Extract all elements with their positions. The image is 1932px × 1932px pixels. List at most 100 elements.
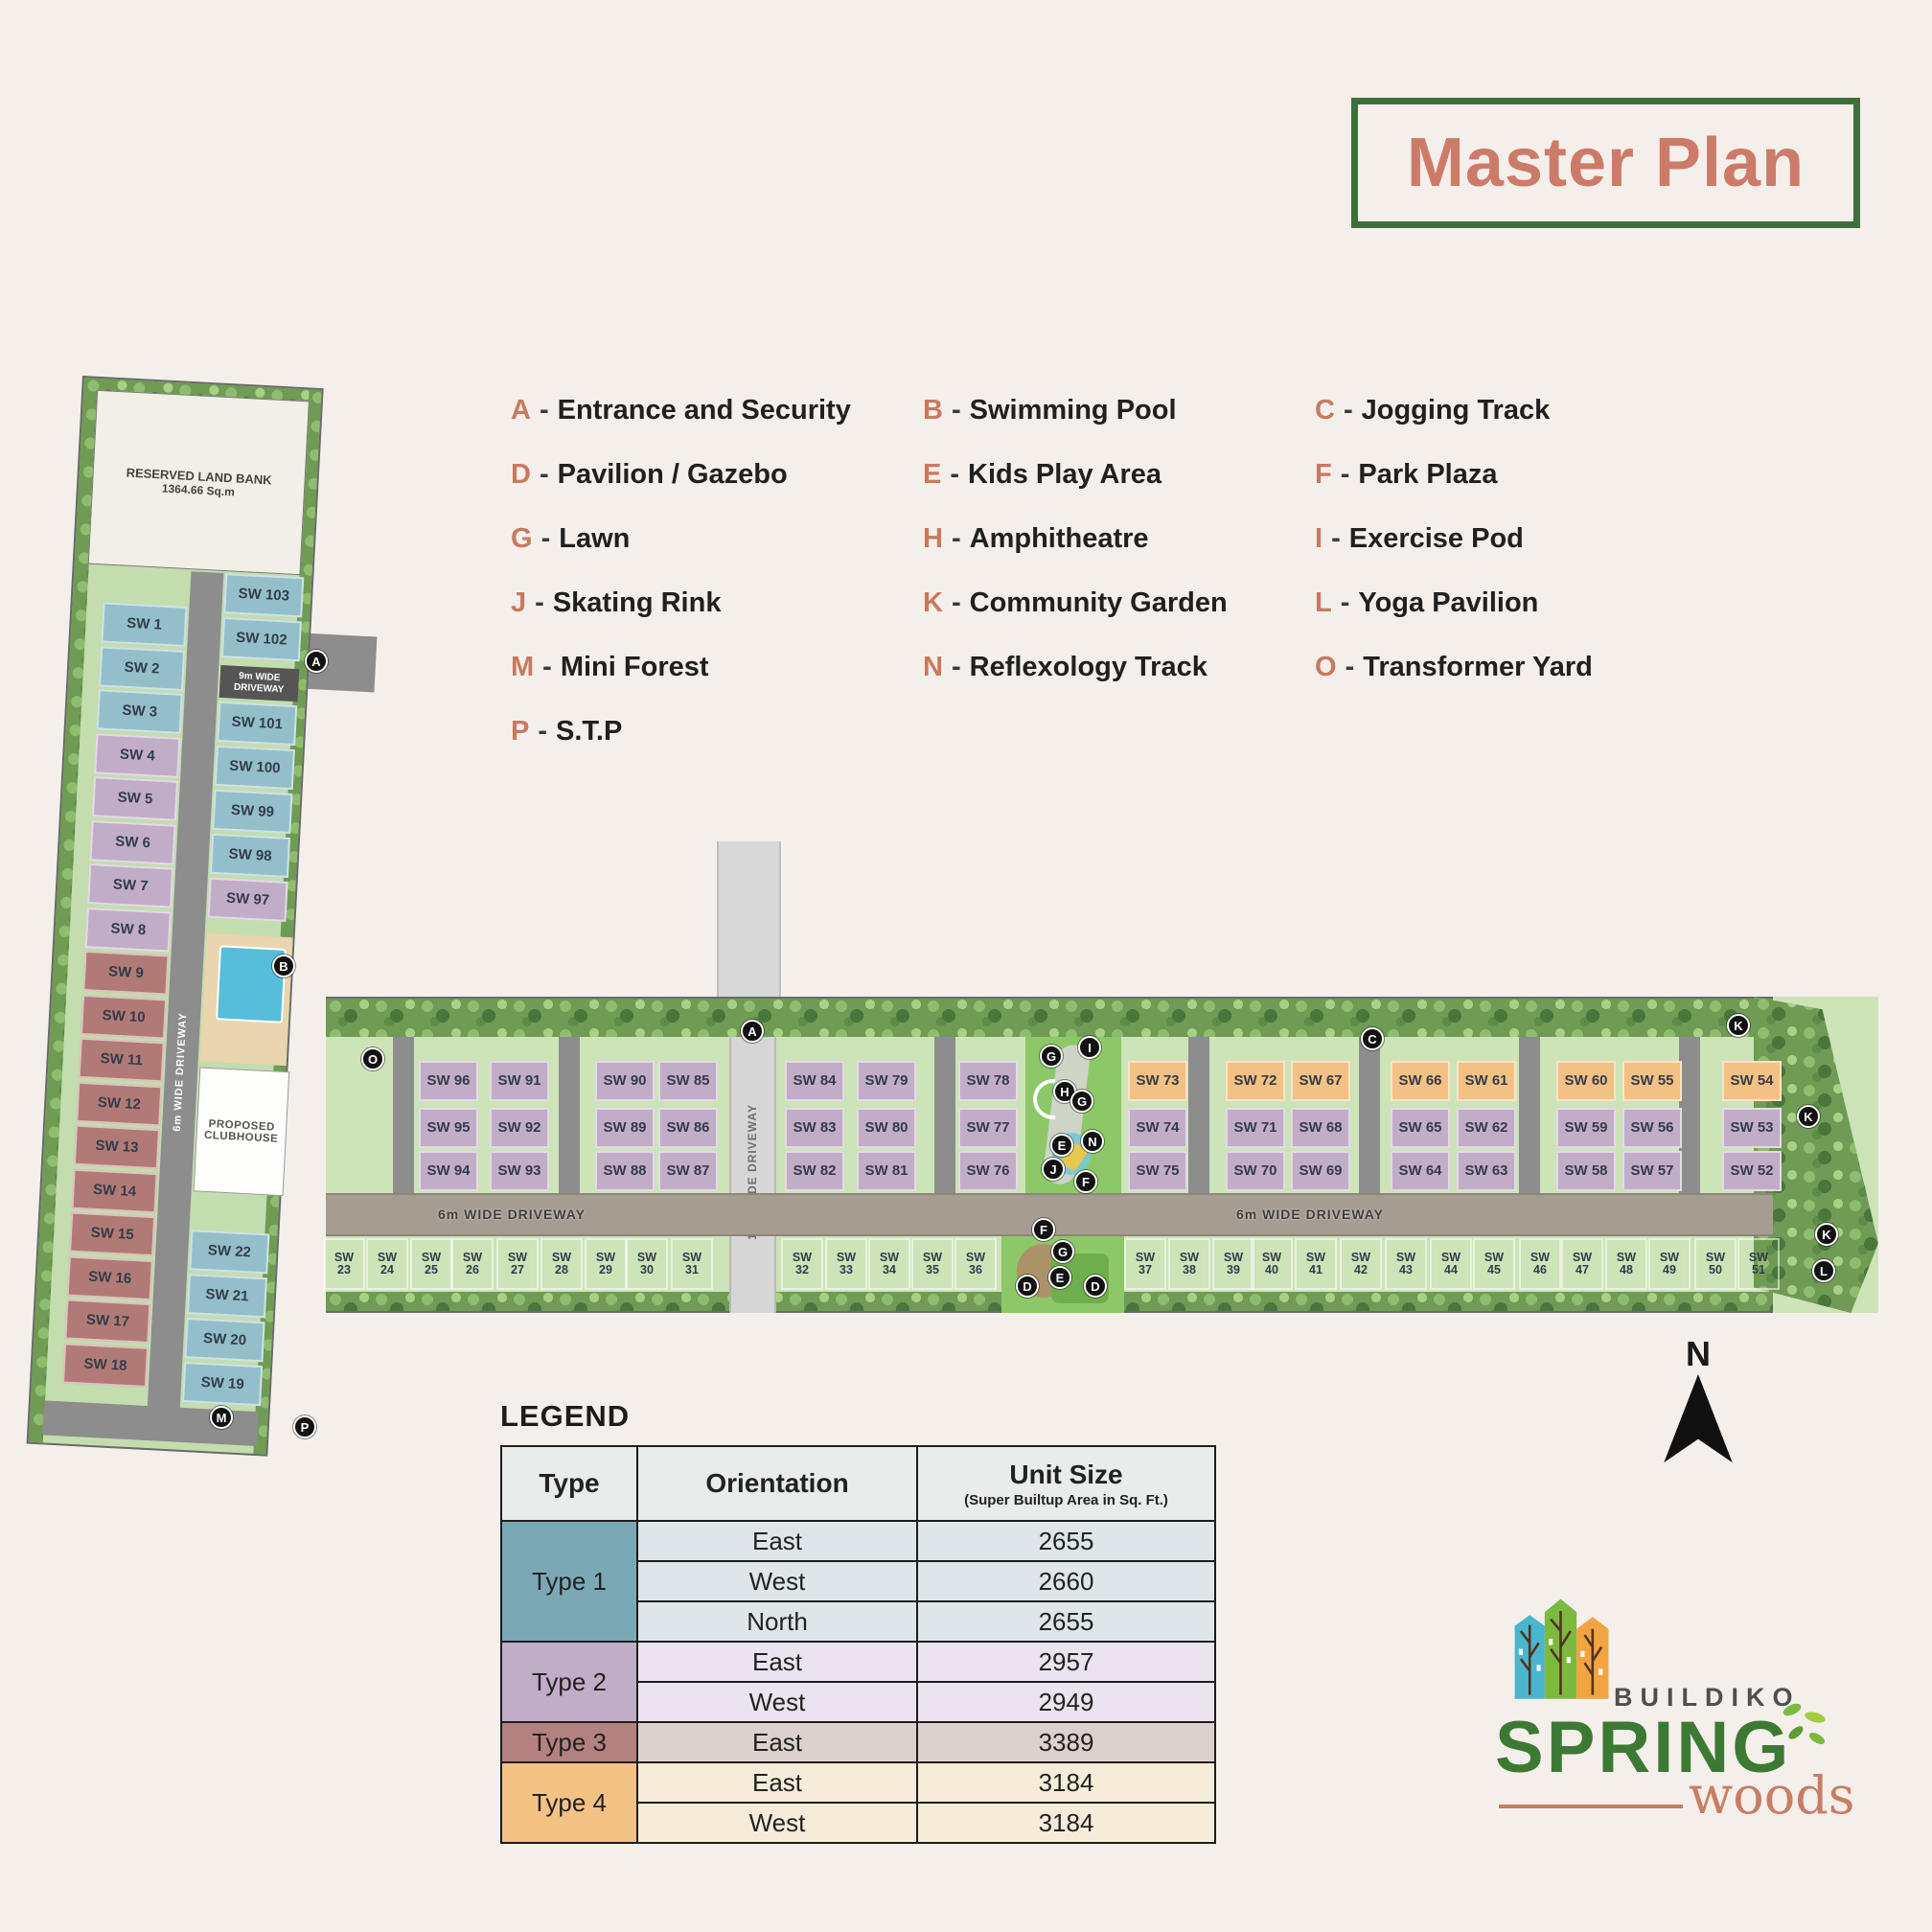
amenity-key: C xyxy=(1315,395,1335,426)
amenity-key: F xyxy=(1315,459,1332,490)
road-6m-label-right: 6m WIDE DRIVEWAY xyxy=(1236,1207,1384,1222)
amenity-label: Entrance and Security xyxy=(557,395,851,426)
legend-size: 2655 xyxy=(916,1600,1216,1643)
plot-sw-56: SW 56 xyxy=(1622,1108,1682,1148)
legend-col-type: Type xyxy=(500,1445,638,1522)
legend-orientation: East xyxy=(636,1520,918,1562)
marker-k: K xyxy=(1797,1105,1820,1128)
amenity-separator: - xyxy=(1345,652,1355,682)
marker-e: E xyxy=(1048,1266,1071,1289)
legend-table: Type Orientation Unit Size (Super Builtu… xyxy=(500,1445,1216,1844)
plot-sw-12: SW 12 xyxy=(76,1081,163,1127)
marker-g: G xyxy=(1070,1090,1093,1113)
amenity-label: Transformer Yard xyxy=(1363,652,1593,682)
amenity-key: H xyxy=(923,523,943,554)
plot-sw-86: SW 86 xyxy=(658,1108,718,1148)
amenity-separator: - xyxy=(1340,459,1350,490)
marker-d: D xyxy=(1016,1275,1039,1298)
plot-sw-18: SW 18 xyxy=(61,1343,150,1388)
amenity-label: Lawn xyxy=(559,523,631,554)
legend-col-size-main: Unit Size xyxy=(1009,1459,1123,1489)
plot-sw-40: SW 40 xyxy=(1251,1238,1293,1290)
amenity-key: D xyxy=(511,459,531,490)
legend-heading: LEGEND xyxy=(500,1399,631,1433)
marker-f: F xyxy=(1032,1218,1055,1241)
amenity-item-h: H-Amphitheatre xyxy=(923,507,1315,571)
amenity-separator: - xyxy=(1343,395,1353,426)
plot-sw-13: SW 13 xyxy=(73,1124,160,1170)
road-internal xyxy=(393,1037,414,1193)
amenity-item-o: O-Transformer Yard xyxy=(1315,635,1747,700)
proposed-clubhouse: PROPOSED CLUBHOUSE xyxy=(193,1067,290,1197)
plot-sw-47: SW 47 xyxy=(1561,1238,1603,1290)
title-box: Master Plan xyxy=(1351,98,1860,228)
plot-sw-21: SW 21 xyxy=(186,1274,267,1319)
plot-sw-2: SW 2 xyxy=(99,646,186,691)
plot-sw-49: SW 49 xyxy=(1648,1238,1690,1290)
plot-sw-59: SW 59 xyxy=(1556,1108,1616,1148)
plot-sw-58: SW 58 xyxy=(1556,1151,1616,1191)
plot-sw-38: SW 38 xyxy=(1168,1238,1210,1290)
amenity-label: Pavilion / Gazebo xyxy=(557,459,788,490)
amenity-item-a: A-Entrance and Security xyxy=(511,379,923,443)
main-site-strip: 12m WIDE DRIVEWAY 6m WIDE DRIVEWAY 6m WI… xyxy=(323,997,1878,1313)
amenity-label: Community Garden xyxy=(969,587,1228,618)
plot-sw-50: SW 50 xyxy=(1694,1238,1736,1290)
plot-sw-98: SW 98 xyxy=(209,833,291,878)
plot-sw-69: SW 69 xyxy=(1291,1151,1350,1191)
legend-size: 3184 xyxy=(916,1802,1216,1844)
plot-sw-34: SW 34 xyxy=(868,1238,910,1290)
marker-c: C xyxy=(1361,1027,1384,1050)
amenity-item-p: P-S.T.P xyxy=(511,700,923,764)
plot-sw-80: SW 80 xyxy=(857,1108,916,1148)
legend-col-size: Unit Size (Super Builtup Area in Sq. Ft.… xyxy=(916,1445,1216,1522)
amenity-label: Jogging Track xyxy=(1361,395,1551,426)
amenity-item-c: C-Jogging Track xyxy=(1315,379,1747,443)
north-indicator: N xyxy=(1650,1334,1746,1469)
plot-sw-77: SW 77 xyxy=(958,1108,1018,1148)
amenity-separator: - xyxy=(539,459,549,490)
plot-sw-65: SW 65 xyxy=(1391,1108,1450,1148)
marker-e: E xyxy=(1050,1134,1073,1157)
plot-sw-63: SW 63 xyxy=(1457,1151,1516,1191)
plot-sw-43: SW 43 xyxy=(1385,1238,1427,1290)
logo-leaves-icon xyxy=(1782,1703,1826,1744)
plot-sw-9: SW 9 xyxy=(82,950,170,996)
marker-k: K xyxy=(1815,1223,1838,1246)
north-arrow-icon xyxy=(1664,1374,1733,1463)
amenity-label: Exercise Pod xyxy=(1348,523,1524,554)
amenity-separator: - xyxy=(539,395,549,426)
amenity-label: Kids Play Area xyxy=(968,459,1162,490)
plot-sw-61: SW 61 xyxy=(1457,1061,1516,1101)
legend-size: 2655 xyxy=(916,1520,1216,1562)
amenity-key: O xyxy=(1315,652,1337,682)
amenity-item-l: L-Yoga Pavilion xyxy=(1315,571,1747,635)
plot-sw-103: SW 103 xyxy=(223,573,305,618)
plot-sw-62: SW 62 xyxy=(1457,1108,1516,1148)
marker-i: I xyxy=(1078,1036,1101,1059)
plot-sw-95: SW 95 xyxy=(419,1108,478,1148)
amenity-item-e: E-Kids Play Area xyxy=(923,443,1315,507)
plot-sw-29: SW 29 xyxy=(585,1238,627,1290)
plot-sw-15: SW 15 xyxy=(69,1211,156,1257)
amenity-key: G xyxy=(511,523,533,554)
plot-sw-97: SW 97 xyxy=(207,877,288,922)
legend-orientation: East xyxy=(636,1761,918,1804)
legend-orientation: West xyxy=(636,1560,918,1602)
brand-logo: BUILDIKO SPRING woods xyxy=(1491,1570,1903,1867)
road-12m: 12m WIDE DRIVEWAY xyxy=(729,1037,776,1313)
marker-b: B xyxy=(272,954,295,978)
amenity-item-d: D-Pavilion / Gazebo xyxy=(511,443,923,507)
plot-sw-85: SW 85 xyxy=(658,1061,718,1101)
plot-sw-3: SW 3 xyxy=(96,689,183,734)
plot-sw-22: SW 22 xyxy=(189,1230,270,1275)
plot-sw-36: SW 36 xyxy=(954,1238,997,1290)
road-6m-label-left: 6m WIDE DRIVEWAY xyxy=(438,1207,586,1222)
amenity-item-f: F-Park Plaza xyxy=(1315,443,1747,507)
marker-a: A xyxy=(741,1020,764,1043)
plot-sw-45: SW 45 xyxy=(1473,1238,1515,1290)
road-6m-driveway: 6m WIDE DRIVEWAY 6m WIDE DRIVEWAY xyxy=(326,1193,1773,1236)
plot-sw-4: SW 4 xyxy=(94,733,181,778)
